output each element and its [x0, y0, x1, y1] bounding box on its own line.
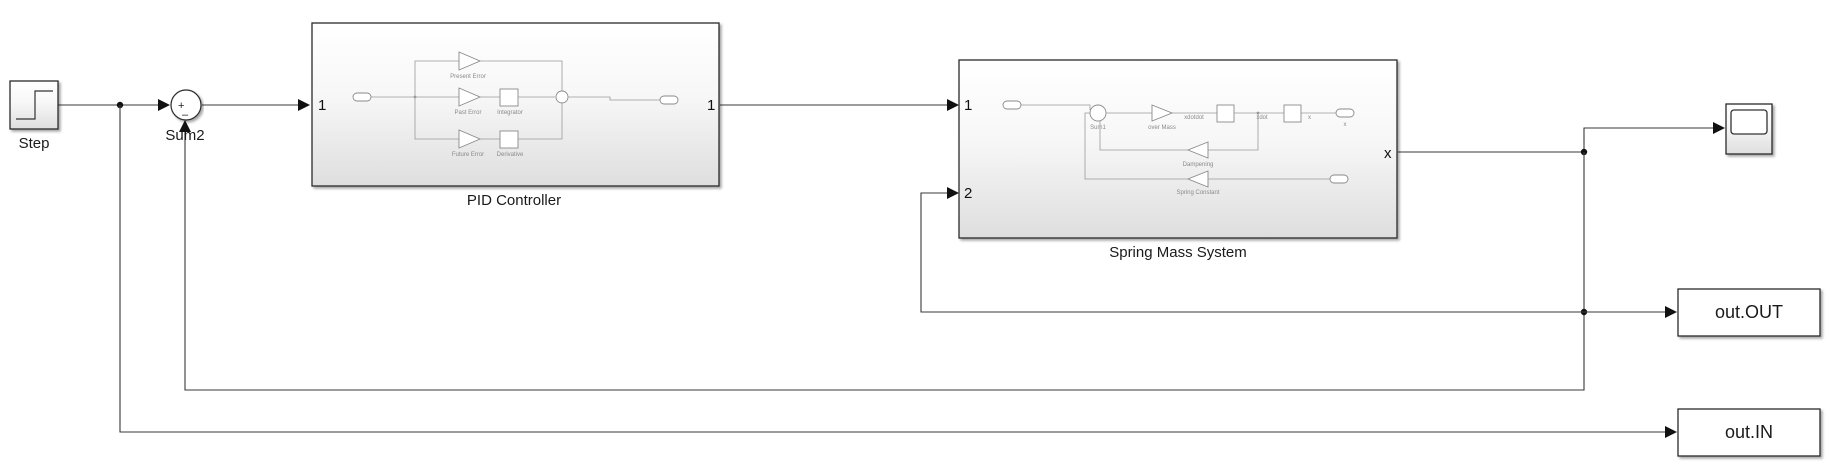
pid-label: PID Controller — [467, 192, 561, 209]
arrow-scope-in — [1713, 122, 1725, 134]
arrow-out-in — [1665, 426, 1677, 438]
spring-mass-system-block[interactable]: 1 2 x Spring Mass System Sum1 over Mass … — [958, 59, 1398, 261]
pid-inner-past-error: Past Error — [454, 110, 481, 116]
spring-inner-xdot: xdot — [1256, 115, 1268, 121]
pid-controller-block[interactable]: 1 1 PID Controller Present Error Past Er… — [311, 22, 720, 209]
pid-inner-future-error: Future Error — [452, 152, 484, 158]
scope-screen-icon — [1730, 109, 1768, 135]
step-label: Step — [19, 135, 50, 152]
pid-out-port: 1 — [707, 97, 715, 114]
pid-inner-integrator: Integrator — [497, 110, 523, 116]
step-block[interactable]: Step — [9, 80, 59, 152]
spring-inner-sum1: Sum1 — [1090, 125, 1106, 131]
pid-inner-preview: Present Error Past Error Future Error In… — [352, 51, 679, 158]
out-in-block[interactable]: out.IN — [1677, 408, 1821, 457]
signal-lines — [58, 99, 1725, 438]
step-icon — [16, 90, 53, 120]
line-feedback-to-sum2[interactable] — [184, 132, 1585, 391]
spring-inner-dampening: Dampening — [1183, 162, 1214, 168]
pid-inner-derivative: Derivative — [497, 152, 524, 158]
spring-inner-xdotdot: xdotdot — [1184, 115, 1204, 121]
sum2-label: Sum2 — [165, 127, 204, 144]
sum2-minus-sign: – — [182, 109, 189, 121]
out-out-label: out.OUT — [1715, 302, 1783, 322]
arrow-out-out — [1665, 306, 1677, 318]
arrow-sum2-minus — [179, 120, 191, 132]
arrow-spring-in1 — [947, 99, 959, 111]
arrow-pid-in — [298, 99, 310, 111]
arrow-spring-in2 — [947, 187, 959, 199]
line-to-spring-in2[interactable] — [920, 192, 1584, 313]
spring-label: Spring Mass System — [1109, 244, 1247, 261]
sum2-block[interactable]: + – Sum2 — [165, 89, 205, 144]
arrow-sum2-in — [158, 99, 170, 111]
sum2-plus-sign: + — [178, 100, 184, 112]
out-out-block[interactable]: out.OUT — [1677, 288, 1821, 337]
spring-inner-x-out: x — [1344, 122, 1347, 128]
spring-in-port-2: 2 — [964, 185, 972, 202]
spring-inner-x: x — [1308, 115, 1311, 121]
line-step-to-out-in[interactable] — [119, 105, 1665, 433]
out-in-label: out.IN — [1725, 422, 1773, 442]
spring-inner-preview: Sum1 over Mass xdotdot xdot x x Dampenin… — [1002, 100, 1355, 196]
spring-out-port: x — [1384, 145, 1392, 162]
spring-inner-spring-constant: Spring Constant — [1176, 190, 1219, 196]
spring-in-port-1: 1 — [964, 97, 972, 114]
pid-inner-present-error: Present Error — [450, 74, 486, 80]
scope-block[interactable] — [1725, 103, 1773, 155]
spring-inner-over-mass: over Mass — [1148, 125, 1176, 131]
pid-in-port: 1 — [318, 97, 326, 114]
line-spring-to-scope[interactable] — [1398, 127, 1713, 153]
